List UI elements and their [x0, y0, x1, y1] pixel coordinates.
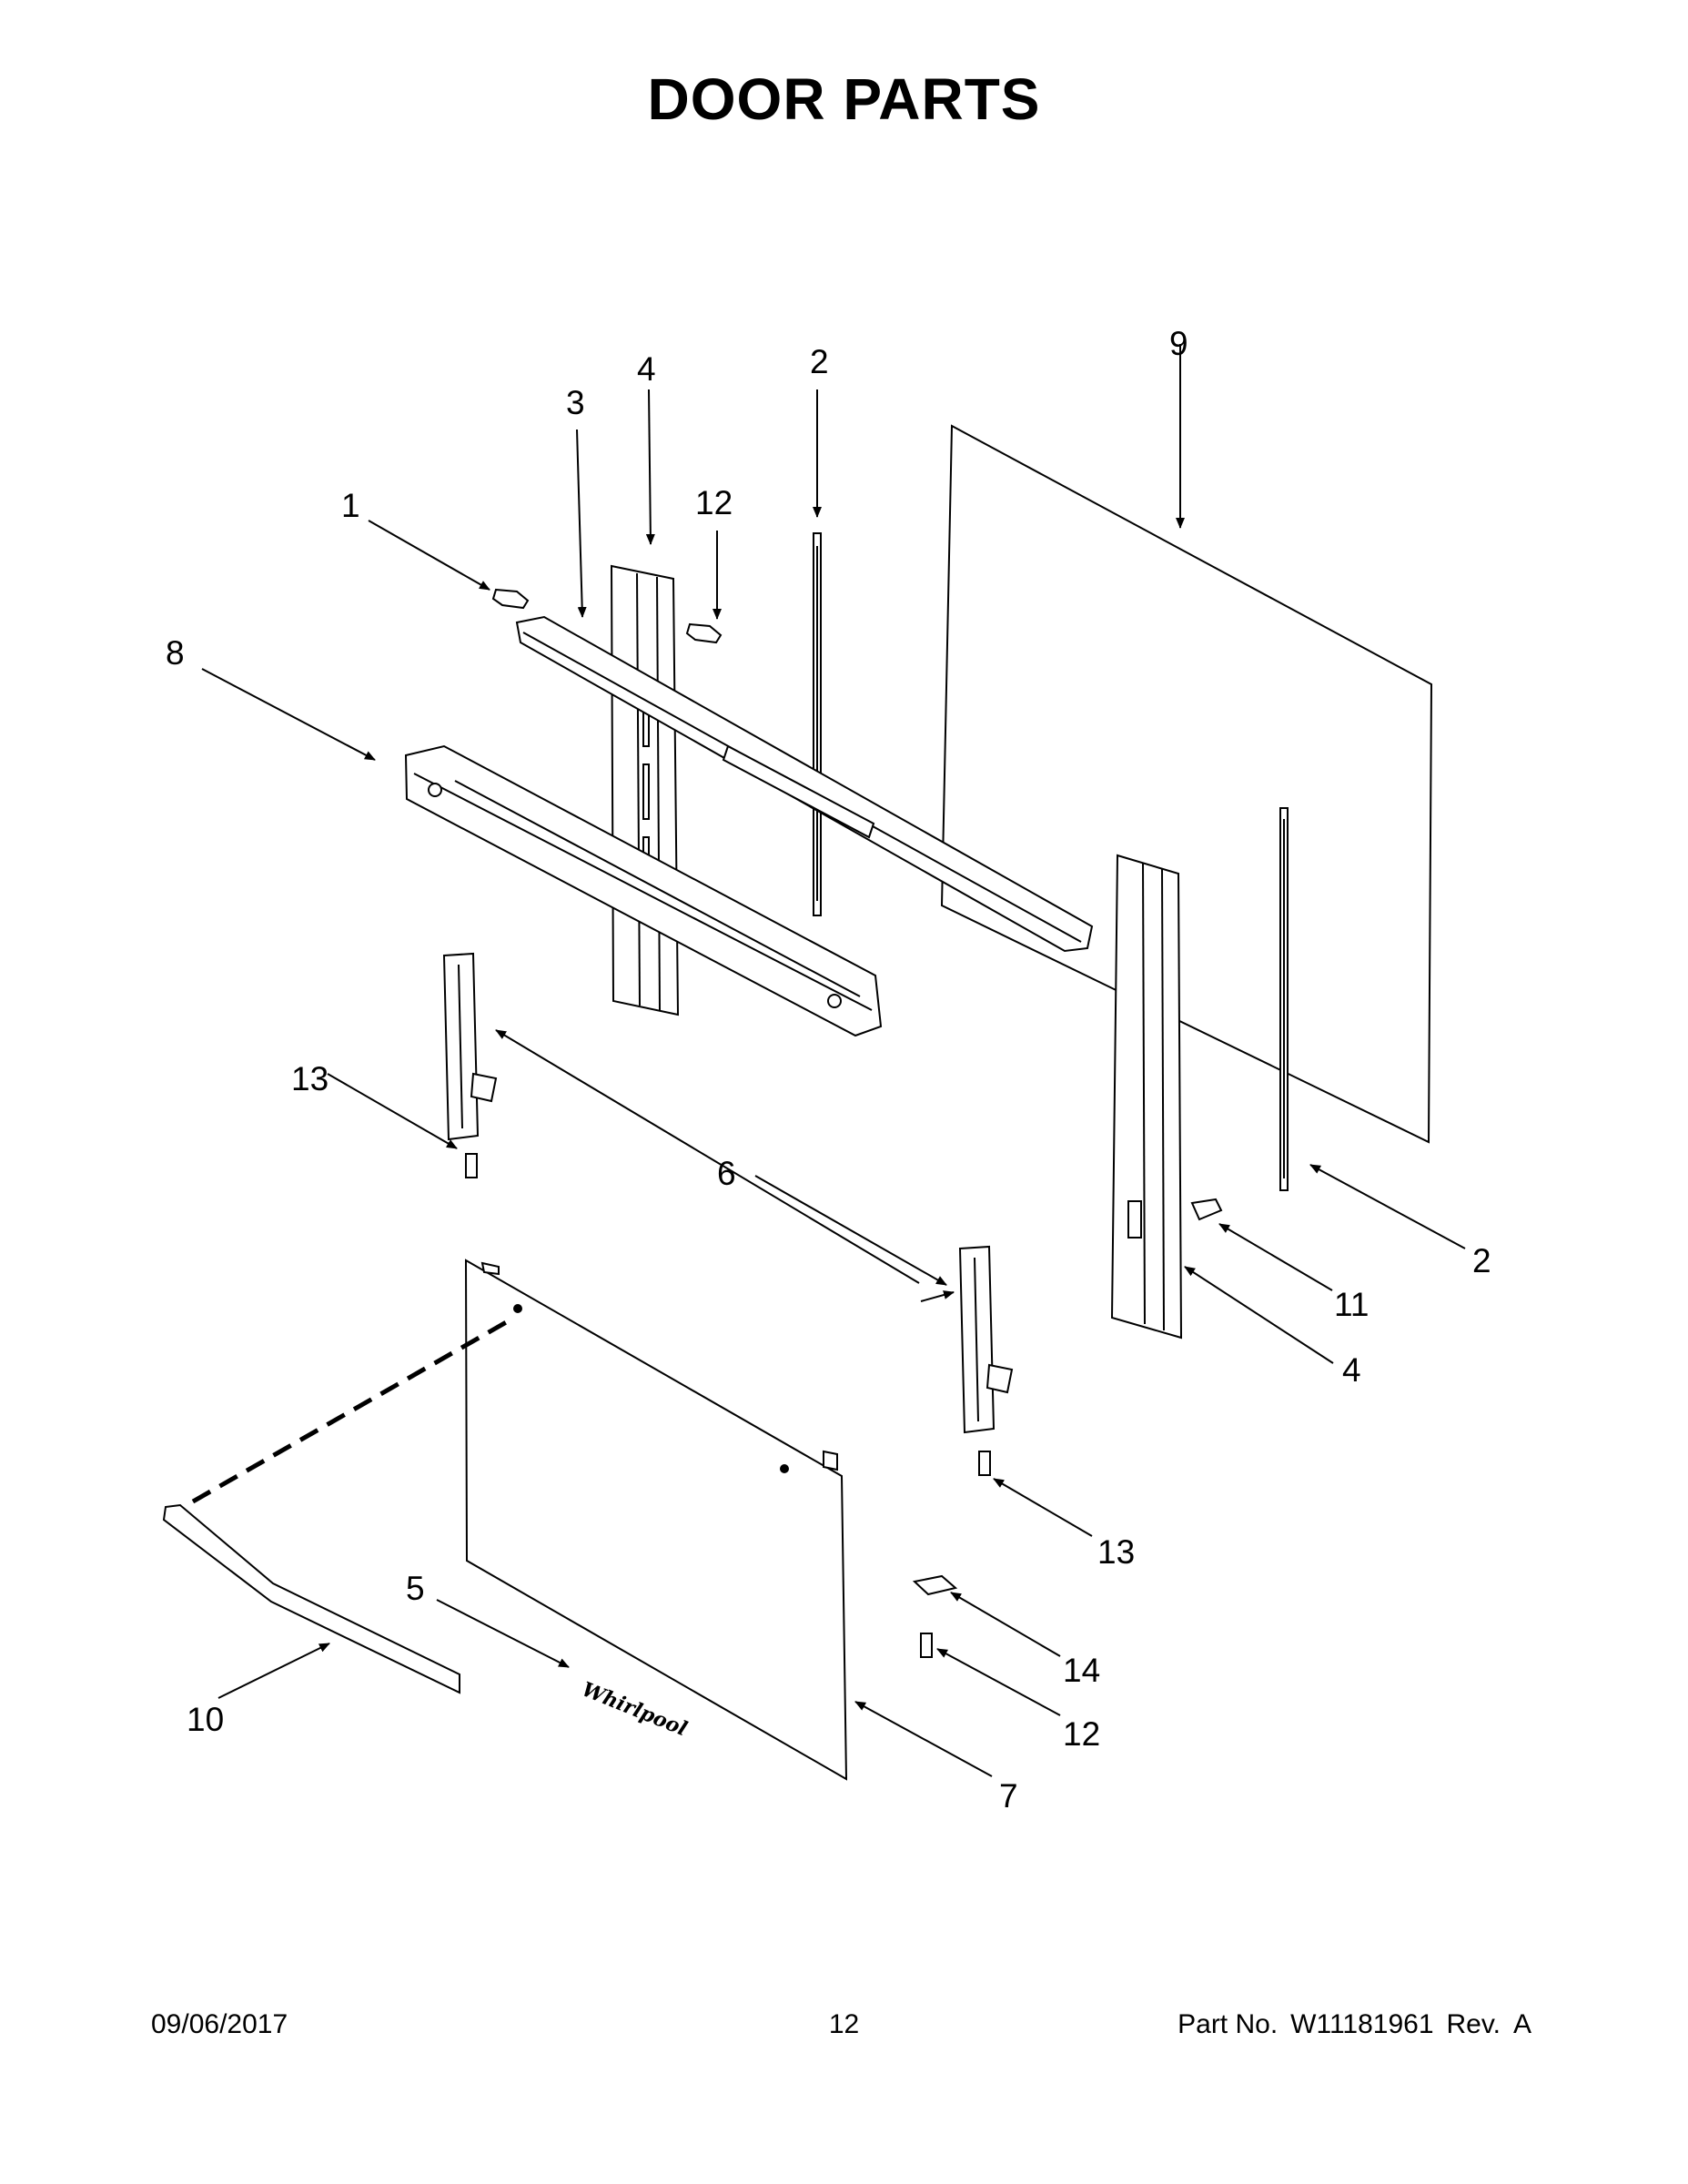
door-hinge-right [958, 1245, 1014, 1434]
callout-6: 6 [717, 1155, 736, 1192]
door-side-rail-right [1110, 854, 1183, 1340]
door-side-rail-left [610, 564, 680, 1016]
callout-10: 10 [187, 1701, 224, 1738]
callout-14: 14 [1063, 1652, 1100, 1689]
callout-1: 1 [341, 487, 360, 524]
footer-date: 09/06/2017 [151, 2009, 288, 2039]
part-number-value: W11181961 [1290, 2009, 1434, 2039]
leader-lines [201, 344, 1466, 1777]
callout-9: 9 [1169, 325, 1188, 362]
screw-13-right [978, 1451, 991, 1476]
callout-5: 5 [406, 1570, 425, 1607]
callout-7: 7 [999, 1777, 1018, 1815]
whirlpool-logo-text: Whirlpool [579, 1677, 691, 1741]
revision-label: Rev. [1446, 2009, 1501, 2039]
revision-value: A [1512, 2009, 1531, 2039]
door-hinge-left [442, 952, 498, 1141]
callout-13-right: 13 [1097, 1533, 1135, 1571]
screw-11 [1190, 1198, 1223, 1221]
callout-4-top: 4 [637, 350, 656, 388]
door-handle [162, 1503, 460, 1694]
glass-clip-strip-right [1279, 807, 1289, 1191]
door-top-trim [515, 615, 1094, 953]
screw-12-bottom [920, 1633, 933, 1658]
callout-12-bottom: 12 [1063, 1715, 1100, 1753]
page-title: DOOR PARTS [647, 66, 1041, 132]
footer-page-number: 12 [828, 2009, 860, 2039]
glass-clip-strip-top [813, 532, 822, 916]
outer-door-panel [464, 1259, 848, 1781]
door-glass-panel [940, 424, 1433, 1144]
callout-labels: 1 2 2 3 4 4 5 6 7 8 9 10 11 12 12 13 13 … [166, 325, 1491, 1815]
callout-13-left: 13 [291, 1060, 329, 1097]
callout-4-right: 4 [1342, 1351, 1361, 1389]
screw-12-top [685, 622, 723, 644]
callout-3: 3 [566, 384, 585, 421]
callout-12-top: 12 [695, 484, 733, 521]
screw-13-left [465, 1153, 478, 1178]
callout-2-top: 2 [810, 343, 829, 380]
callout-8: 8 [166, 634, 185, 672]
spacer-14 [912, 1574, 958, 1596]
callout-11: 11 [1334, 1286, 1369, 1323]
screw-1 [491, 588, 530, 610]
whirlpool-badge: Whirlpool [579, 1677, 691, 1741]
part-number-label: Part No. [1178, 2009, 1279, 2039]
footer-part-number: Part No. W11181961 Rev. A [1178, 2009, 1531, 2040]
door-bottom-trim [404, 744, 883, 1037]
callout-2-right: 2 [1472, 1242, 1491, 1279]
